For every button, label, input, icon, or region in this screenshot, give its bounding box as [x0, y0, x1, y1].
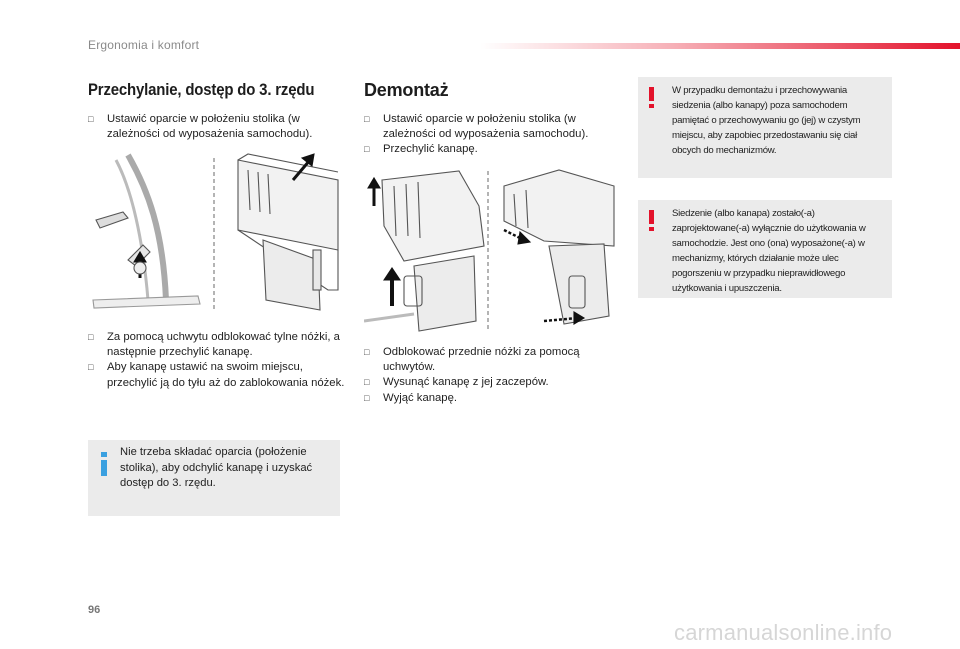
bullet-list-removal-bottom: □Odblokować przednie nóżki za pomocą uch… — [364, 345, 624, 406]
figure-seat-removal — [363, 166, 616, 338]
bullet-icon: □ — [364, 392, 370, 403]
list-item: □Wyjąć kanapę. — [364, 391, 624, 406]
bullet-icon: □ — [364, 347, 370, 357]
info-note: Nie trzeba składać oparcia (położenie st… — [88, 440, 340, 516]
warning-icon — [648, 210, 656, 232]
info-icon — [98, 452, 110, 478]
section-title-tilting: Przechylanie, dostęp do 3. rzędu — [88, 80, 315, 99]
bullet-icon: □ — [364, 144, 370, 155]
list-item: □Ustawić oparcie w położeniu stolika (w … — [88, 113, 313, 141]
bullet-icon: □ — [88, 114, 94, 124]
header-title: Ergonomia i komfort — [88, 38, 200, 52]
list-item: □Aby kanapę ustawić na swoim miejscu, pr… — [88, 361, 345, 389]
list-item: □Za pomocą uchwytu odblokować tylne nóżk… — [88, 331, 340, 359]
warning-text: Siedzenie (albo kanapa) zostało(-a) zapr… — [672, 208, 866, 294]
warning-text: W przypadku demontażu i przechowywania s… — [672, 85, 861, 156]
header-accent-bar — [480, 43, 960, 49]
bullet-list-tilting-top: □Ustawić oparcie w położeniu stolika (w … — [88, 112, 348, 142]
section-title-removal: Demontaż — [364, 80, 449, 100]
page-number: 96 — [88, 604, 101, 616]
bullet-icon: □ — [88, 332, 94, 342]
warning-note-storage: W przypadku demontażu i przechowywania s… — [638, 77, 892, 178]
bullet-icon: □ — [88, 362, 94, 373]
warning-icon — [648, 87, 656, 109]
warning-note-usage: Siedzenie (albo kanapa) zostało(-a) zapr… — [638, 200, 892, 298]
list-item: □Odblokować przednie nóżki za pomocą uch… — [364, 346, 580, 374]
bullet-list-removal-top: □Ustawić oparcie w położeniu stolika (w … — [364, 112, 624, 158]
bullet-icon: □ — [364, 114, 370, 124]
info-text: Nie trzeba składać oparcia (położenie st… — [120, 446, 313, 489]
bullet-icon: □ — [364, 377, 370, 388]
figure-seat-tilting — [88, 150, 340, 318]
watermark: carmanualsonline.info — [674, 620, 893, 645]
bullet-list-tilting-bottom: □Za pomocą uchwytu odblokować tylne nóżk… — [88, 330, 348, 391]
list-item: □Ustawić oparcie w położeniu stolika (w … — [364, 113, 589, 141]
list-item: □Wysunąć kanapę z jej zaczepów. — [364, 375, 624, 390]
list-item: □Przechylić kanapę. — [364, 142, 624, 157]
